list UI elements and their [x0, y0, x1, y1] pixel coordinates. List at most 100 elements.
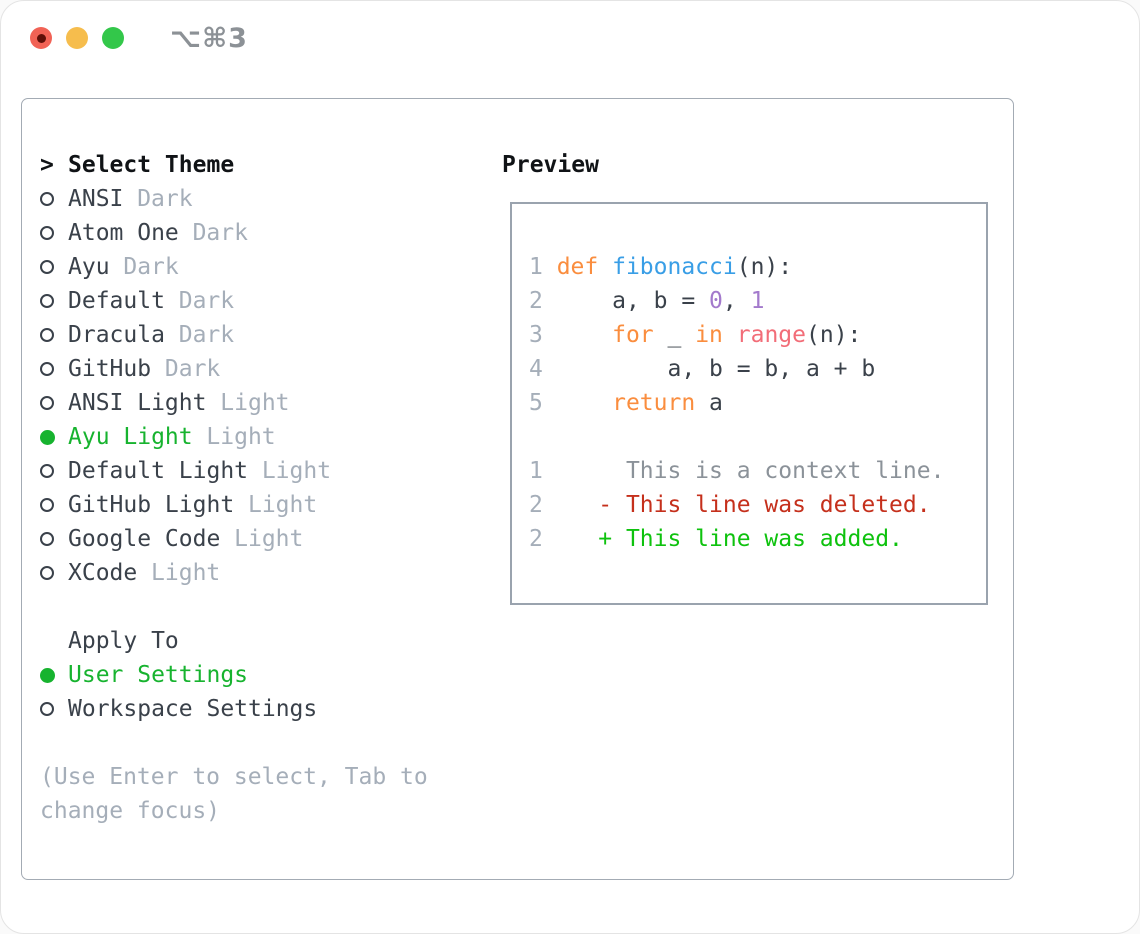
close-dot-icon	[36, 33, 46, 43]
code-segment	[557, 322, 612, 348]
line-number: 1	[529, 458, 557, 484]
theme-variant-tag: Dark	[123, 254, 179, 280]
code-segment: (n):	[806, 322, 862, 348]
zoom-button[interactable]	[102, 27, 124, 49]
preview-code-line: 5 return a	[529, 386, 978, 420]
theme-name: Google Code	[68, 526, 221, 552]
code-segment: 1	[750, 288, 765, 314]
code-segment: _	[653, 322, 696, 348]
radio-marker	[40, 429, 68, 445]
preview-code-line: 2 a, b = 0, 1	[529, 284, 978, 318]
radio-marker	[40, 667, 68, 683]
apply-option-label: Workspace Settings	[68, 696, 318, 722]
theme-option-ayu[interactable]: Ayu Dark	[40, 250, 502, 284]
titlebar: ⌥⌘3	[1, 1, 1139, 75]
radio-marker	[40, 226, 68, 240]
radio-marker	[40, 532, 68, 546]
theme-variant-tag: Light	[151, 560, 221, 586]
close-button[interactable]	[30, 27, 52, 49]
code-segment: a, b = b, a + b	[556, 356, 876, 382]
window-shortcut-label: ⌥⌘3	[170, 22, 248, 54]
theme-variant-tag: Dark	[137, 186, 193, 212]
theme-option-google-code[interactable]: Google Code Light	[40, 522, 502, 556]
radio-icon	[40, 702, 54, 716]
radio-marker	[40, 294, 68, 308]
theme-option-ansi-light[interactable]: ANSI Light Light	[40, 386, 502, 420]
line-number: 2	[529, 288, 557, 314]
theme-name: Ayu	[68, 254, 110, 280]
theme-variant-tag: Dark	[164, 356, 221, 382]
apply-to-header-row: Apply To	[40, 624, 502, 658]
theme-name: Ayu Light	[68, 424, 193, 450]
apply-option-label: User Settings	[68, 662, 249, 688]
minimize-button[interactable]	[66, 27, 88, 49]
theme-variant-tag: Light	[206, 424, 276, 450]
code-segment: in	[695, 322, 723, 348]
theme-option-ansi[interactable]: ANSI Dark	[40, 182, 502, 216]
code-segment: fibonacci	[612, 254, 737, 280]
radio-marker	[40, 396, 68, 410]
code-segment: ,	[722, 288, 751, 314]
theme-name: Atom One	[68, 220, 179, 246]
theme-variant-tag: Light	[220, 390, 290, 416]
theme-list-header: Select Theme	[68, 152, 235, 178]
radio-icon	[40, 464, 54, 478]
preview-code-line: 1 This is a context line.	[529, 454, 978, 488]
preview-header-row: Preview	[502, 148, 993, 182]
code-segment: + This line was added.	[556, 526, 903, 552]
theme-option-ayu-light[interactable]: Ayu Light Light	[40, 420, 502, 454]
preview-code-line: 3 for _ in range(n):	[529, 318, 978, 352]
radio-icon	[40, 362, 54, 376]
preview-code-line: 2 - This line was deleted.	[529, 488, 978, 522]
radio-icon	[40, 328, 54, 342]
traffic-lights	[30, 27, 124, 49]
code-segment: return	[612, 390, 696, 416]
apply-option-user-settings[interactable]: User Settings	[40, 658, 502, 692]
line-number: 5	[529, 390, 557, 416]
line-number: 3	[529, 322, 557, 348]
radio-icon	[40, 566, 54, 580]
radio-icon	[40, 294, 54, 308]
radio-icon	[40, 226, 54, 240]
code-segment: a	[695, 390, 723, 416]
theme-option-github-light[interactable]: GitHub Light Light	[40, 488, 502, 522]
theme-option-atom-one[interactable]: Atom One Dark	[40, 216, 502, 250]
radio-marker	[40, 328, 68, 342]
radio-marker	[40, 464, 68, 478]
theme-variant-tag: Dark	[192, 220, 248, 246]
radio-icon	[40, 192, 54, 206]
apply-to-header: Apply To	[68, 628, 179, 654]
radio-marker	[40, 192, 68, 206]
preview-code-line: 1 def fibonacci(n):	[529, 250, 978, 284]
preview-header: Preview	[502, 152, 599, 178]
preview-code-line: 2 + This line was added.	[529, 522, 978, 556]
preview-panel: Preview 1 def fibonacci(n):2 a, b = 0, 1…	[502, 148, 993, 879]
theme-name: ANSI Light	[68, 390, 207, 416]
theme-variant-tag: Light	[247, 492, 318, 518]
theme-name: GitHub Light	[68, 492, 235, 518]
apply-option-workspace-settings[interactable]: Workspace Settings	[40, 692, 502, 726]
theme-name: Default	[68, 288, 165, 314]
theme-variant-tag: Light	[234, 526, 304, 552]
line-number: 2	[529, 526, 557, 552]
preview-code-line	[529, 420, 978, 454]
line-number: 4	[529, 356, 557, 382]
radio-marker	[40, 566, 68, 580]
radio-icon	[40, 532, 54, 546]
help-text: (Use Enter to select, Tab to change focu…	[40, 764, 428, 824]
theme-name: ANSI	[68, 186, 124, 212]
theme-variant-tag: Light	[261, 458, 332, 484]
code-segment: def	[556, 254, 613, 280]
code-segment: This is a context line.	[556, 458, 945, 484]
code-segment	[723, 322, 737, 348]
